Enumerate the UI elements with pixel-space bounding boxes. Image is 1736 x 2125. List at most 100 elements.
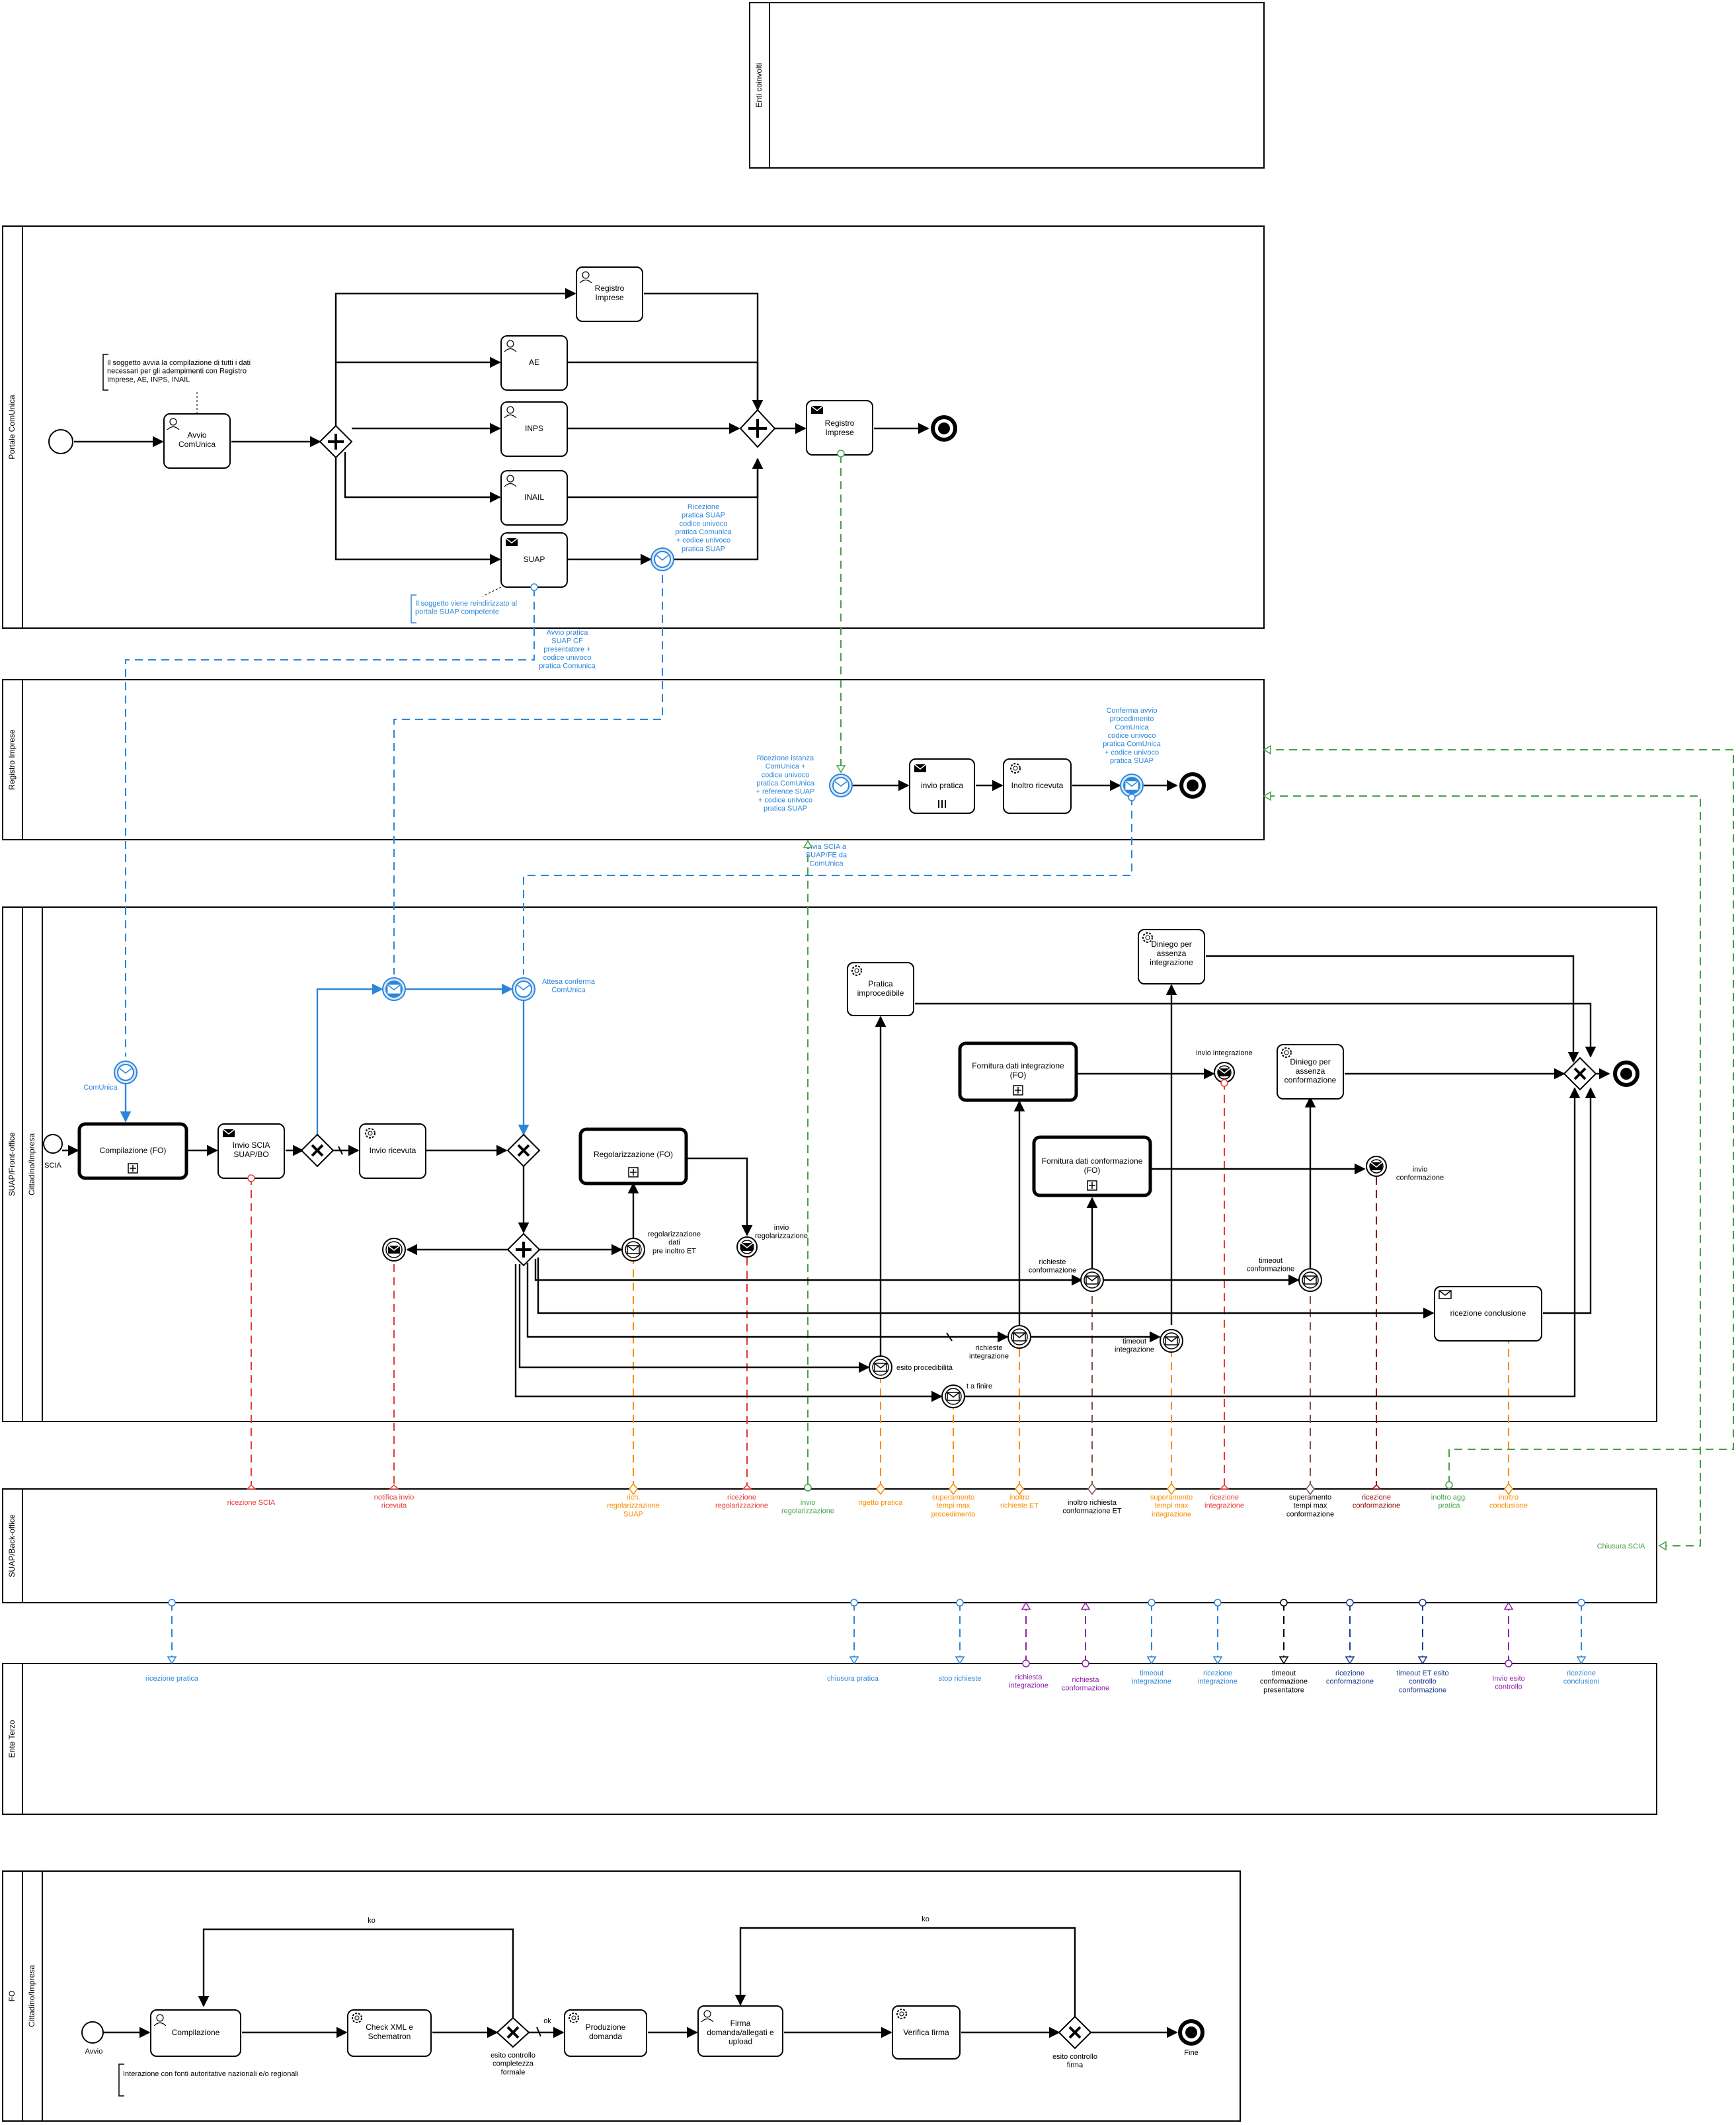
- user-icon: [579, 271, 592, 284]
- user-icon: [504, 406, 517, 419]
- message-catch-t-a-finire: t a finire: [941, 1383, 992, 1408]
- svg-text:chiusura pratica: chiusura pratica: [827, 1675, 879, 1683]
- end-event-fo: Fine: [1178, 2019, 1204, 2057]
- task-invio-ricevuta[interactable]: Invio ricevuta: [359, 1123, 426, 1179]
- task-label: Compilazione: [172, 2028, 220, 2037]
- end-event-suapfo: [1613, 1061, 1639, 1087]
- task-inail[interactable]: INAIL: [500, 470, 568, 526]
- fo-flows: [103, 1927, 1178, 2038]
- message-catch-esito-procedibilita: esito procedibilità: [869, 1355, 953, 1379]
- event-label: ComUnica: [83, 1084, 118, 1092]
- et-message-endpoints: [167, 1599, 1587, 1667]
- pool-fo: FO Cittadino/Impresa: [2, 1870, 1241, 2122]
- task-label: Regolarizzazione (FO): [594, 1150, 673, 1159]
- flow-label-ko-2: ko: [922, 1915, 929, 1923]
- start-event-comunica: [48, 429, 73, 454]
- svg-text:ko: ko: [922, 1915, 929, 1923]
- task-suap[interactable]: SUAP: [500, 532, 568, 588]
- exclusive-gateway-1: [300, 1133, 335, 1168]
- task-label: Inoltro ricevuta: [1011, 781, 1064, 790]
- svg-text:Chiusura SCIA: Chiusura SCIA: [1597, 1543, 1645, 1550]
- svg-text:Avvio: Avvio: [85, 2048, 103, 2056]
- task-inoltro-ricevuta[interactable]: Inoltro ricevuta: [1003, 758, 1072, 814]
- message-flows: [125, 455, 1734, 1664]
- multi-instance-icon: [938, 800, 946, 808]
- gear-icon: [851, 965, 862, 976]
- subprocess-regolarizzazione[interactable]: Regolarizzazione (FO): [578, 1127, 688, 1185]
- task-invio-pratica[interactable]: invio pratica: [909, 758, 975, 814]
- bo-message-endpoints: [246, 450, 1667, 1551]
- svg-text:ricezione pratica: ricezione pratica: [145, 1675, 199, 1683]
- event-label: esito procedibilità: [896, 1364, 953, 1372]
- parallel-gateway-join: [739, 409, 776, 448]
- task-label: Invio ricevuta: [370, 1146, 416, 1155]
- task-label: INAIL: [524, 493, 544, 502]
- subprocess-marker: [1087, 1180, 1097, 1191]
- pool-label: Enti coinvolti: [754, 63, 764, 107]
- task-label: Compilazione (FO): [100, 1146, 167, 1155]
- pool-ente-terzo: Ente Terzo: [2, 1663, 1657, 1815]
- subprocess-fornitura-conformazione[interactable]: Fornitura dati conformazione(FO): [1032, 1135, 1152, 1197]
- task-compilazione[interactable]: Compilazione: [150, 2009, 241, 2057]
- pool-label: Registro Imprese: [7, 729, 17, 790]
- task-ae[interactable]: AE: [500, 335, 568, 391]
- pool-label: SUAP/Front-office: [7, 1132, 17, 1196]
- pool-enti-coinvolti: Enti coinvolti: [749, 2, 1265, 169]
- task-ricezione-conclusione[interactable]: ricezione conclusione: [1434, 1286, 1542, 1342]
- lane-label: Cittadino/Impresa: [27, 1133, 36, 1195]
- subprocess-fornitura-integrazione[interactable]: Fornitura dati integrazione(FO): [958, 1041, 1078, 1102]
- task-inps[interactable]: INPS: [500, 401, 568, 457]
- user-icon: [701, 2010, 714, 2023]
- user-icon: [153, 2014, 167, 2026]
- pool-label: Ente Terzo: [7, 1720, 17, 1757]
- subprocess-marker: [128, 1163, 138, 1174]
- exclusive-gateway-end: [1563, 1057, 1597, 1091]
- lane-label: Cittadino/Impresa: [27, 1965, 36, 2027]
- svg-text:ricezione SCIA: ricezione SCIA: [227, 1499, 276, 1507]
- gear-icon: [1281, 1047, 1292, 1058]
- annotation-comunica: Il soggetto avvia la compilazione di tut…: [102, 354, 251, 414]
- comunica-flows: [74, 288, 929, 565]
- user-icon: [167, 418, 180, 430]
- subprocess-compilazione-fo[interactable]: Compilazione (FO): [77, 1122, 188, 1180]
- svg-text:ok: ok: [543, 2017, 551, 2025]
- message-end-notifica: [382, 1238, 406, 1262]
- event-label: invio integrazione: [1196, 1049, 1253, 1057]
- svg-text:SCIA: SCIA: [44, 1162, 61, 1170]
- task-verifica-firma[interactable]: Verifica firma: [892, 2005, 961, 2060]
